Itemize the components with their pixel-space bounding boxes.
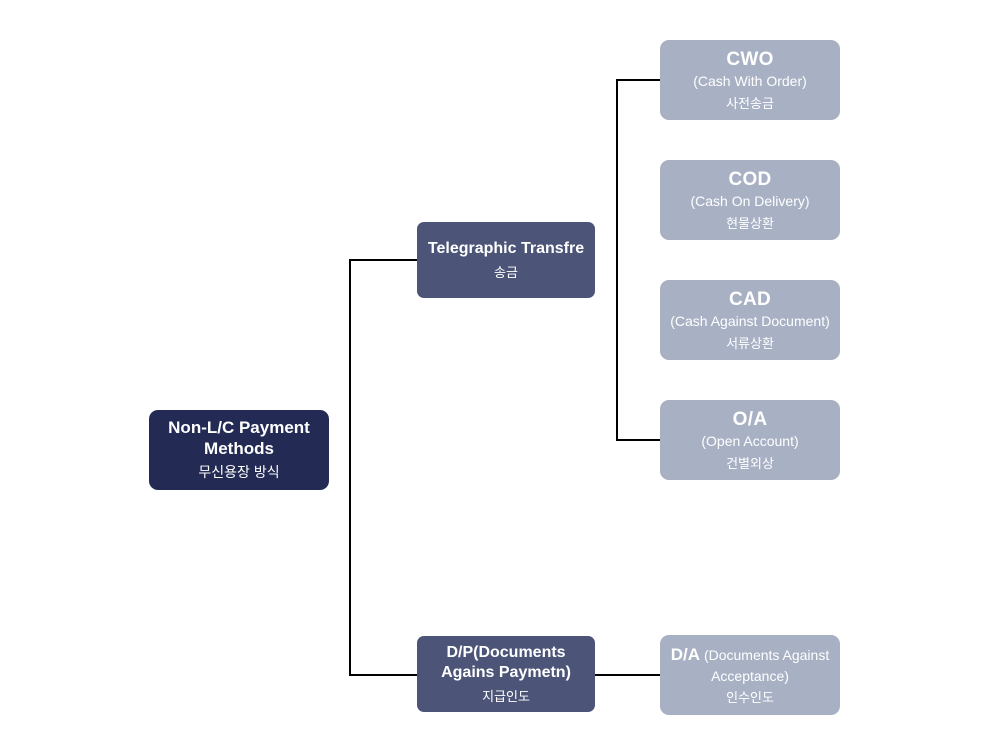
node-subtitle-korean: 지급인도 xyxy=(482,688,530,704)
node-da-documents-against-acceptance: D/A (Documents Against Acceptance) 인수인도 xyxy=(660,635,840,715)
node-title-with-description: D/A (Documents Against Acceptance) xyxy=(670,644,830,686)
node-title: D/P(Documents Agains Paymetn) xyxy=(441,644,571,681)
node-non-lc-payment-methods: Non-L/C Payment Methods 무신용장 방식 xyxy=(149,410,329,490)
node-subtitle-korean: 인수인도 xyxy=(726,690,774,706)
node-subtitle-korean: 건별외상 xyxy=(726,455,774,471)
node-title: D/A xyxy=(670,644,701,664)
node-title: O/A xyxy=(732,409,768,431)
node-subtitle-korean: 송금 xyxy=(494,264,518,280)
node-description: (Cash With Order) xyxy=(693,73,807,90)
node-description: (Cash Against Document) xyxy=(670,313,830,330)
connector-to-cwo xyxy=(616,79,660,81)
node-title: CAD xyxy=(728,289,772,311)
node-subtitle-korean: 서류상환 xyxy=(726,335,774,351)
node-oa-open-account: O/A (Open Account) 건별외상 xyxy=(660,400,840,480)
node-cod-cash-on-delivery: COD (Cash On Delivery) 현물상환 xyxy=(660,160,840,240)
node-title: Non-L/C Payment Methods xyxy=(168,417,310,458)
connector-to-dp xyxy=(349,674,417,676)
node-title: COD xyxy=(728,169,772,191)
node-subtitle-korean: 무신용장 방식 xyxy=(198,464,280,481)
node-description: (Cash On Delivery) xyxy=(690,193,810,210)
node-title: Telegraphic Transfre xyxy=(427,240,585,258)
node-description: (Open Account) xyxy=(701,433,799,450)
node-dp-documents-against-payment: D/P(Documents Agains Paymetn) 지급인도 xyxy=(417,636,595,712)
node-cad-cash-against-document: CAD (Cash Against Document) 서류상환 xyxy=(660,280,840,360)
connector-telegraphic-trunk-vertical xyxy=(616,79,618,440)
connector-dp-to-da xyxy=(595,674,660,676)
node-subtitle-korean: 현물상환 xyxy=(726,215,774,231)
connector-root-trunk-vertical xyxy=(349,259,351,676)
node-telegraphic-transfer: Telegraphic Transfre 송금 xyxy=(417,222,595,298)
connector-to-telegraphic xyxy=(349,259,417,261)
node-subtitle-korean: 사전송금 xyxy=(726,95,774,111)
connector-to-oa xyxy=(616,439,660,441)
node-description: (Documents Against Acceptance) xyxy=(703,646,830,684)
node-title: CWO xyxy=(726,49,774,71)
node-cwo-cash-with-order: CWO (Cash With Order) 사전송금 xyxy=(660,40,840,120)
